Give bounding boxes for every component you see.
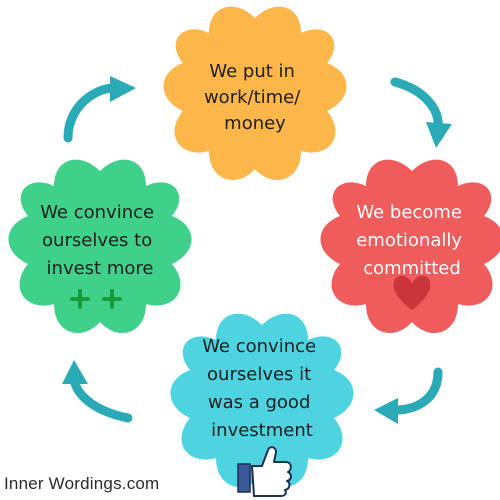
node-bottom-text: We convince ourselves it was a good inve… [202,336,322,441]
node-top-line-3: money [224,113,286,134]
node-bottom: We convince ourselves it was a good inve… [170,313,354,497]
node-right-line-1: We become [356,202,462,223]
arrow-left-to-top [63,76,136,143]
node-top-line-2: work/time/ [204,87,301,108]
node-left-line-2: ourselves to [42,230,152,251]
node-right-line-2: emotionally [356,230,462,251]
node-left-text: We convince ourselves to invest more [40,202,160,279]
node-bottom-line-2: ourselves it [207,364,311,385]
node-right-text: We become emotionally committed [356,202,468,279]
node-right-line-3: committed [363,258,461,279]
node-left-line-1: We convince [40,202,154,223]
cycle-arrows [62,76,452,424]
arrow-right-to-bottom [374,367,443,424]
node-top-line-1: We put in [209,61,295,82]
node-left: We convince ourselves to invest more [8,159,192,334]
arrow-bottom-to-left [62,360,133,423]
node-top: We put in work/time/ money [163,6,347,181]
node-top-text: We put in work/time/ money [204,61,306,134]
footer-credit: Inner Wordings.com [4,474,160,493]
node-bottom-line-4: investment [211,420,313,441]
plus-plus-icon [70,289,122,309]
heart-icon [393,275,431,310]
node-bottom-line-1: We convince [202,336,316,357]
node-left-line-3: invest more [47,258,154,279]
arrow-top-to-right [390,77,452,148]
node-right: We become emotionally committed [320,159,500,334]
node-bottom-line-3: was a good [208,392,310,413]
thumbs-up-icon [237,446,292,497]
